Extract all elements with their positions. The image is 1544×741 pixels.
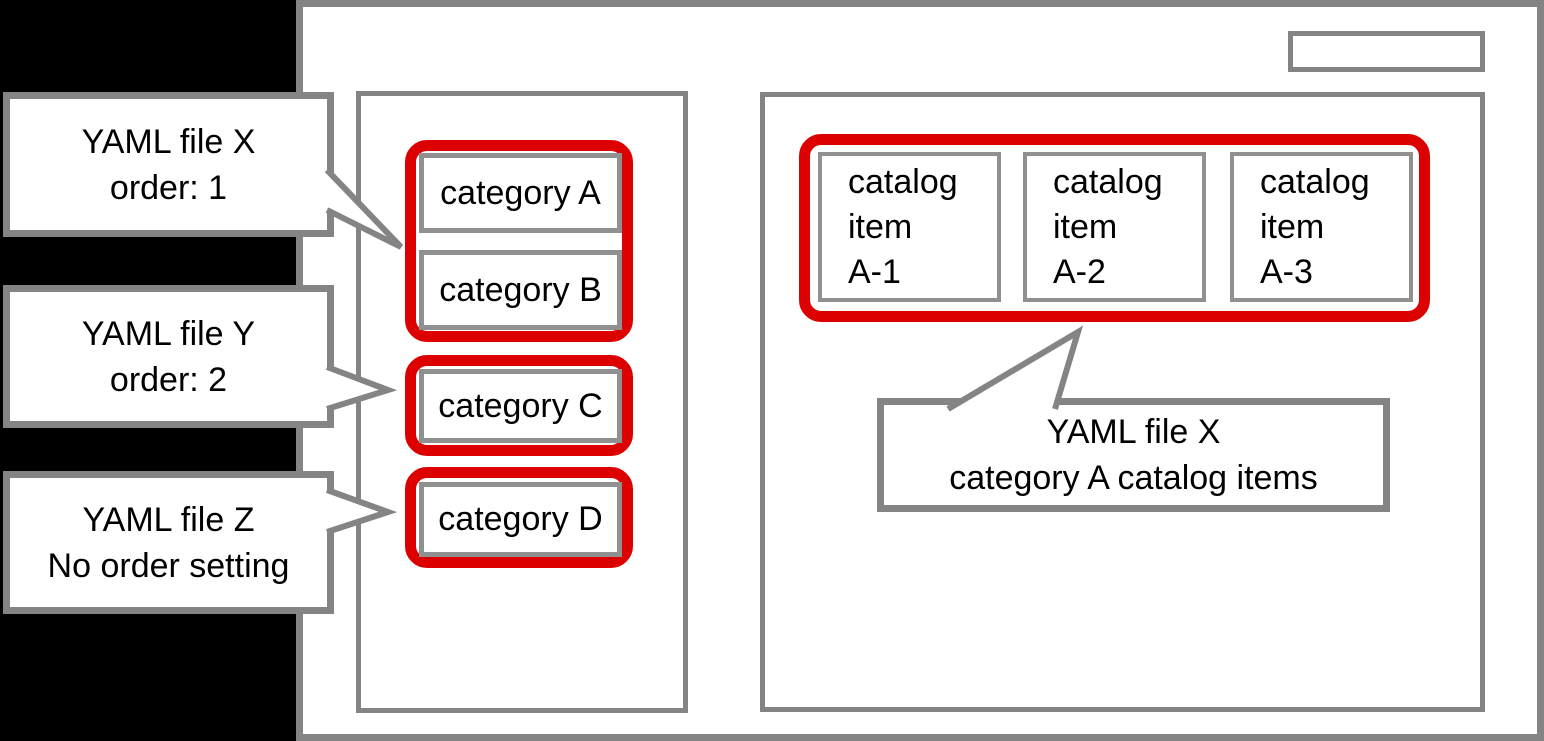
- empty-placeholder-box: [1288, 31, 1485, 72]
- catalog-item-a2-line2: item: [1053, 207, 1118, 246]
- catalog-item-a1-line3: A-1: [848, 252, 901, 291]
- catalog-item-a1-line2: item: [848, 207, 913, 246]
- category-box-b: category B: [419, 250, 622, 330]
- callout-catalog-items-line1: YAML file X: [1046, 413, 1221, 451]
- catalog-item-box-a2: catalog item A-2: [1023, 152, 1206, 302]
- catalog-item-a1-line1: catalog: [848, 162, 958, 201]
- catalog-item-a2-line1: catalog: [1053, 162, 1163, 201]
- category-label-b: category B: [439, 270, 602, 309]
- category-box-c: category C: [419, 369, 622, 443]
- catalog-item-a3-line3: A-3: [1260, 252, 1313, 291]
- callout-yaml-file-x-line1: YAML file X: [81, 122, 256, 161]
- callout-yaml-file-x: YAML file X order: 1: [3, 92, 334, 237]
- catalog-item-box-a1: catalog item A-1: [818, 152, 1001, 302]
- callout-yaml-file-y: YAML file Y order: 2: [3, 285, 334, 428]
- callout-yaml-file-y-line2: order: 2: [109, 360, 228, 399]
- catalog-item-box-a3: catalog item A-3: [1230, 152, 1413, 302]
- catalog-item-a2-line3: A-2: [1053, 252, 1106, 291]
- callout-catalog-items: YAML file X category A catalog items: [877, 398, 1390, 512]
- callout-yaml-file-z-line1: YAML file Z: [82, 500, 255, 539]
- category-label-d: category D: [438, 500, 603, 538]
- category-label-a: category A: [440, 173, 601, 212]
- callout-yaml-file-z-line2: No order setting: [47, 546, 290, 585]
- catalog-item-a3-line2: item: [1260, 207, 1325, 246]
- category-box-a: category A: [419, 153, 622, 233]
- callout-catalog-items-line2: category A catalog items: [949, 459, 1318, 497]
- category-label-c: category C: [438, 386, 603, 425]
- catalog-item-a3-line1: catalog: [1260, 162, 1370, 201]
- callout-yaml-file-x-line2: order: 1: [109, 168, 228, 207]
- callout-yaml-file-z: YAML file Z No order setting: [3, 471, 334, 614]
- callout-yaml-file-y-line1: YAML file Y: [81, 314, 256, 353]
- category-box-d: category D: [419, 482, 622, 557]
